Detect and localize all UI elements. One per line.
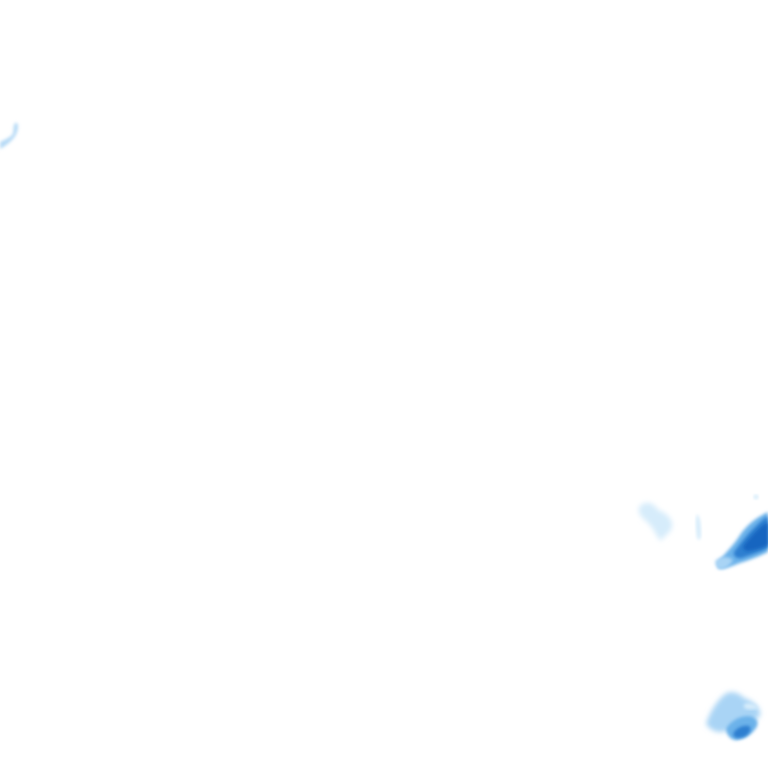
precip-bottom-light <box>706 692 761 732</box>
precip-cell-top-left-light <box>0 122 18 149</box>
precip-cluster-right <box>638 494 768 570</box>
precip-patch-right-b <box>695 514 701 540</box>
precip-patch-right-a <box>638 502 673 541</box>
precip-bottom-sliver <box>744 703 758 710</box>
precip-storm-core <box>743 522 768 551</box>
precip-cell-top-left <box>0 122 18 149</box>
precip-speck-1 <box>753 494 759 500</box>
precip-storm-tail <box>715 557 733 570</box>
precip-bottom-core <box>733 725 751 739</box>
precip-cluster-bottom-right <box>706 692 761 741</box>
